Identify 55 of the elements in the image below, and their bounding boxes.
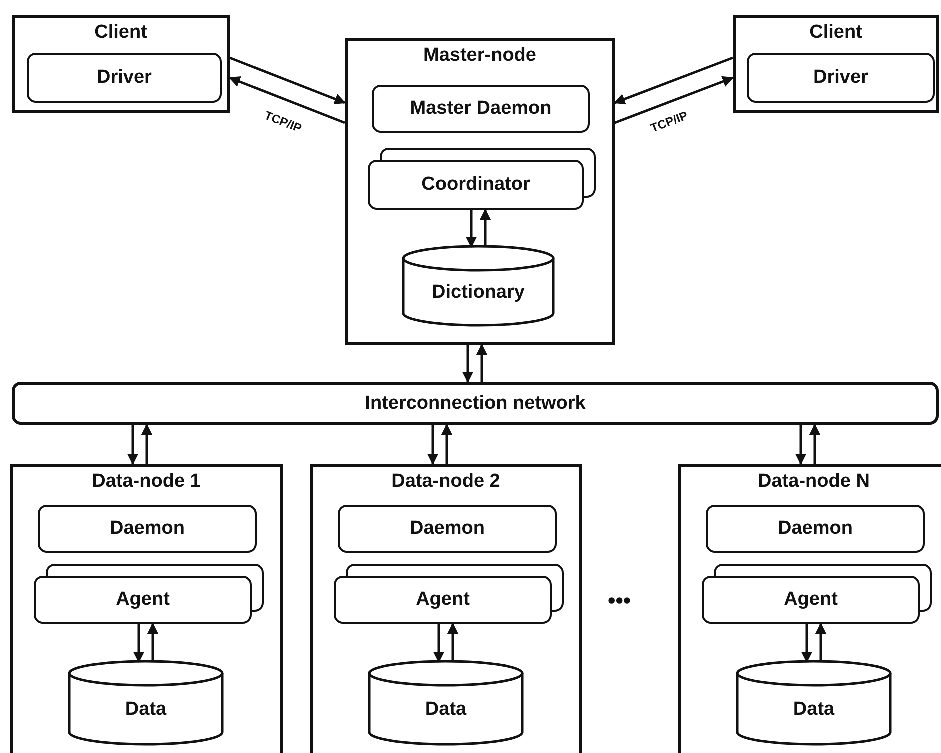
arrow [147, 622, 159, 662]
arrow [427, 425, 439, 466]
node-title: Client [808, 22, 864, 44]
process-box [702, 576, 920, 624]
node-frame [310, 464, 582, 753]
node-frame [345, 38, 615, 345]
node-label: Daemon [410, 518, 485, 540]
node-label: Agent [784, 589, 838, 611]
arrow [127, 425, 139, 466]
node-label: Daemon [778, 518, 853, 540]
node-frame [10, 464, 283, 753]
node-title: Data-node 2 [390, 471, 502, 493]
network-bar [12, 382, 939, 425]
arrow [476, 344, 488, 382]
arrow [228, 76, 346, 124]
node-label: Driver [814, 67, 868, 89]
ellipsis-label: ••• [608, 588, 632, 614]
process-box [38, 505, 257, 553]
node-label: Data [125, 698, 167, 721]
arrow [447, 622, 459, 662]
node-title: Data-node N [757, 471, 871, 493]
node-frame [678, 464, 941, 753]
process-box [34, 576, 252, 624]
arrow [795, 425, 807, 466]
process-box [334, 576, 552, 624]
arrow [614, 76, 734, 124]
process-box [372, 85, 590, 133]
arrow [141, 424, 153, 464]
node-label: Agent [416, 589, 470, 611]
process-box [368, 160, 584, 210]
node-label: Agent [116, 589, 170, 611]
arrow [480, 208, 492, 247]
node-title: Data-node 1 [91, 471, 202, 493]
node-frame [12, 15, 230, 113]
node-frame [733, 15, 939, 113]
arrow [809, 424, 821, 464]
node-label: Dictionary [432, 282, 525, 304]
arrow [614, 56, 734, 105]
process-box [27, 53, 222, 103]
arrow [815, 622, 827, 662]
process-box [706, 505, 925, 553]
node-title: Client [94, 22, 148, 44]
node-title: Master-node [422, 45, 538, 67]
process-box [338, 505, 557, 553]
node-label: Master Daemon [410, 98, 552, 120]
node-label: Coordinator [422, 174, 530, 196]
node-label: Data [793, 698, 835, 721]
process-box [747, 53, 935, 103]
arrow [230, 56, 346, 105]
arrow [462, 345, 474, 384]
node-label: Driver [97, 67, 152, 89]
node-label: Data [425, 698, 467, 721]
node-label: Daemon [110, 518, 185, 540]
arrow [441, 424, 453, 464]
node-label: Interconnection network [365, 392, 586, 414]
